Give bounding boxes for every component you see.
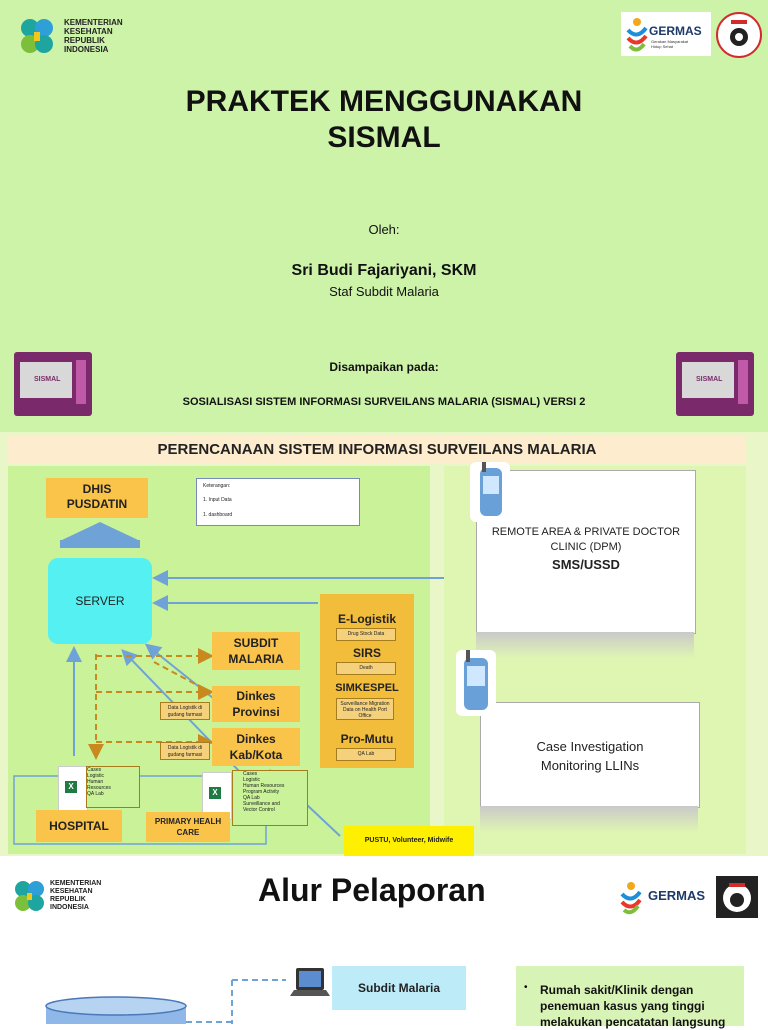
case-investigation-line2: Monitoring LLINs	[540, 758, 640, 773]
remote-area-line2: CLINIC (DPM)	[550, 541, 622, 553]
systems-column	[320, 594, 414, 768]
ministry-logo-text: KEMENTERIAN KESEHATAN REPUBLIK INDONESIA	[64, 18, 123, 54]
remote-area-line1: REMOTE AREA & PRIVATE DOCTOR	[491, 526, 681, 538]
case-investigation-line1: Case Investigation	[536, 739, 644, 754]
presenter-role: Staf Subdit Malaria	[329, 284, 439, 299]
legend-box: Keterangan: 1. Input Data 1. dashboard	[196, 478, 360, 526]
legend-item-input: 1. Input Data	[203, 497, 232, 503]
presenter-name: Sri Budi Fajariyani, SKM	[291, 262, 477, 279]
promutu-sub: QA Lab	[336, 748, 396, 761]
diagram-title: PERENCANAAN SISTEM INFORMASI SURVEILANS …	[8, 436, 746, 464]
promutu-label: Pro-Mutu	[340, 732, 394, 746]
event-name: SOSIALISASI SISTEM INFORMASI SURVEILANS …	[182, 396, 586, 408]
germas-logo: GERMAS	[618, 878, 708, 918]
reflection	[480, 806, 698, 832]
badge-icon	[716, 12, 762, 58]
germas-word: GERMAS	[648, 888, 706, 903]
slide-title: Alur Pelaporan	[258, 872, 486, 908]
dinkes-kabkota-box: Dinkes Kab/Kota	[212, 728, 300, 766]
germas-logo-icon	[620, 882, 642, 915]
sirs-sub: Death	[336, 662, 396, 675]
germas-logo-icon	[626, 18, 648, 52]
data-logistik-note: Data Logistik di gudang farmasi	[160, 742, 210, 760]
server-box: SERVER	[48, 558, 152, 644]
primary-health-care-box: PRIMARY HEALH CARE	[146, 812, 230, 842]
dhis-pusdatin-box: DHIS PUSDATIN	[46, 478, 148, 518]
disampaikan-label: Disampaikan pada:	[329, 360, 439, 374]
computer-icon: SISMAL	[14, 352, 92, 416]
elogistik-label: E-Logistik	[337, 612, 396, 626]
kemenkes-logo-icon	[21, 19, 53, 53]
dinkes-provinsi-box: Dinkes Provinsi	[212, 686, 300, 722]
subdit-malaria-box: SUBDIT MALARIA	[212, 632, 300, 670]
phone-icon	[456, 650, 496, 716]
sms-ussd-label: SMS/USSD	[552, 557, 620, 572]
legend-title: Keterangan:	[203, 483, 231, 489]
germas-word: GERMAS	[649, 24, 702, 38]
data-logistik-note: Data Logistik di gudang farmasi	[160, 702, 210, 720]
elogistik-sub: Drug Stock Data	[336, 628, 396, 641]
oleh-label: Oleh:	[368, 222, 400, 237]
reflection	[476, 632, 694, 658]
notes-text: Rumah sakit/Klinik dengan penemuan kasus…	[540, 983, 726, 1029]
title-slide	[0, 0, 768, 432]
flow-lines	[186, 979, 286, 1024]
subdit-malaria-box: Subdit Malaria	[332, 966, 466, 1010]
sirs-label: SIRS	[352, 646, 381, 660]
hospital-box: HOSPITAL	[36, 810, 122, 842]
simkespel-sub: Surveillance Migration Data on Health Po…	[336, 698, 394, 720]
notes-box: • Rumah sakit/Klinik dengan penemuan kas…	[516, 966, 744, 1029]
computer-icon: SISMAL	[676, 352, 754, 416]
simkespel-label: SIMKESPEL	[335, 682, 399, 694]
slide-title: PRAKTEK MENGGUNAKAN SISMAL	[185, 85, 583, 154]
kemenkes-logo-icon	[15, 881, 44, 911]
phone-icon	[470, 462, 510, 522]
laptop-icon	[290, 968, 330, 996]
pustu-box: PUSTU, Volunteer, Midwife	[344, 826, 474, 856]
case-investigation-box: Case Investigation Monitoring LLINs	[480, 702, 700, 808]
remote-area-box: REMOTE AREA & PRIVATE DOCTOR CLINIC (DPM…	[476, 470, 696, 634]
ministry-logo-text: KEMENTERIAN KESEHATAN REPUBLIK INDONESIA	[50, 880, 102, 911]
badge-icon	[716, 876, 758, 918]
database-icon	[45, 996, 187, 1024]
legend-item-dashboard: 1. dashboard	[203, 512, 233, 518]
excel-icon: X	[58, 766, 88, 814]
